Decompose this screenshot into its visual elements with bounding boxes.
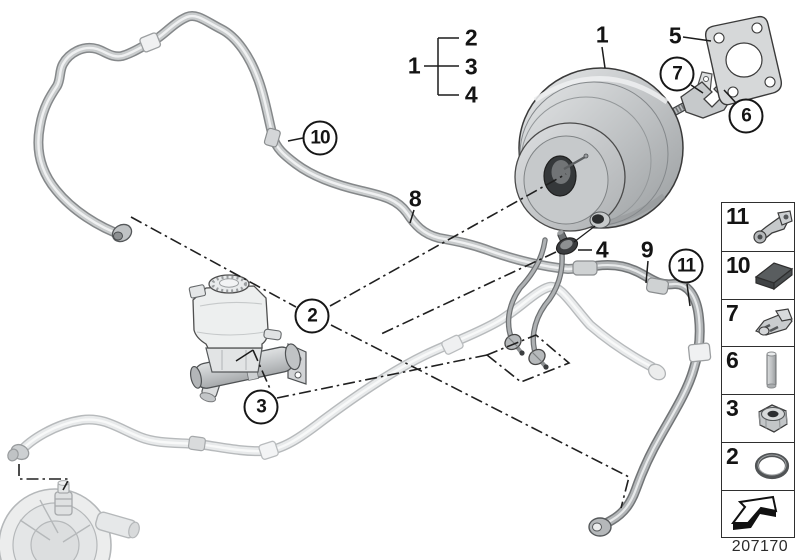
callout-1-group: 1 <box>407 52 421 79</box>
brake-fluid-reservoir <box>188 274 307 403</box>
callout-circle-11: 11 <box>668 248 704 284</box>
callout-9-pipe: 9 <box>640 236 654 263</box>
callout-4-grommet: 4 <box>595 236 609 263</box>
brake-pipes <box>504 237 565 370</box>
hose-booster-fitting <box>647 363 667 381</box>
pipe-holder-icon <box>753 210 793 244</box>
callout-5-gasket: 5 <box>668 22 682 49</box>
hose-clamp <box>258 440 279 460</box>
callout-circle-10: 10 <box>302 120 338 156</box>
brake-booster <box>514 67 737 232</box>
callout-circle-6: 6 <box>728 98 764 134</box>
center-lines <box>18 173 630 509</box>
legend-row-2: 2 <box>722 441 794 490</box>
callout-circle-3: 3 <box>243 389 279 425</box>
leader-lines <box>235 36 738 362</box>
pipe-clamp-2 <box>687 342 712 363</box>
pipe-clamp <box>139 32 162 53</box>
vacuum-pump <box>0 480 140 560</box>
callout-circle-2: 2 <box>294 298 330 334</box>
hose-sleeve-2 <box>441 334 464 355</box>
callout-4-group: 4 <box>464 81 478 108</box>
pipe-sleeve-2 <box>572 260 598 276</box>
vacuum-pipe-9 <box>572 259 712 537</box>
pipe-sleeve-3 <box>645 277 670 295</box>
callout-8-pipe: 8 <box>408 185 422 212</box>
gasket-5 <box>704 15 783 106</box>
pin-icon <box>766 351 777 389</box>
o-ring-icon <box>754 452 790 480</box>
diagram-number: 207170 <box>731 538 789 555</box>
legend-row-10: 10 <box>722 250 794 299</box>
pump-vacuum-hose <box>7 281 667 462</box>
spring-clip-icon <box>755 307 793 336</box>
hose-sleeve <box>187 435 206 452</box>
reservoir-nipple <box>263 328 282 341</box>
callout-1-booster: 1 <box>595 21 609 48</box>
pipe-sleeve <box>263 127 281 148</box>
banjo-fitting <box>111 223 133 243</box>
grommet-4 <box>555 230 579 255</box>
direction-arrow-icon <box>731 495 778 530</box>
legend-row-arrow <box>722 489 794 538</box>
callout-3-group: 3 <box>464 53 478 80</box>
legend-row-3: 3 <box>722 394 794 442</box>
parts-legend: 11 10 7 6 3 <box>721 202 795 538</box>
legend-row-7: 7 <box>722 298 794 347</box>
legend-row-11: 11 <box>722 203 794 251</box>
group-bracket <box>424 37 459 96</box>
legend-row-6: 6 <box>722 346 794 394</box>
damper-pad-icon <box>754 262 794 291</box>
level-sensor <box>188 284 207 299</box>
callout-circle-7: 7 <box>659 56 695 92</box>
callout-2-group: 2 <box>464 24 478 51</box>
hex-nut-icon <box>758 404 788 433</box>
